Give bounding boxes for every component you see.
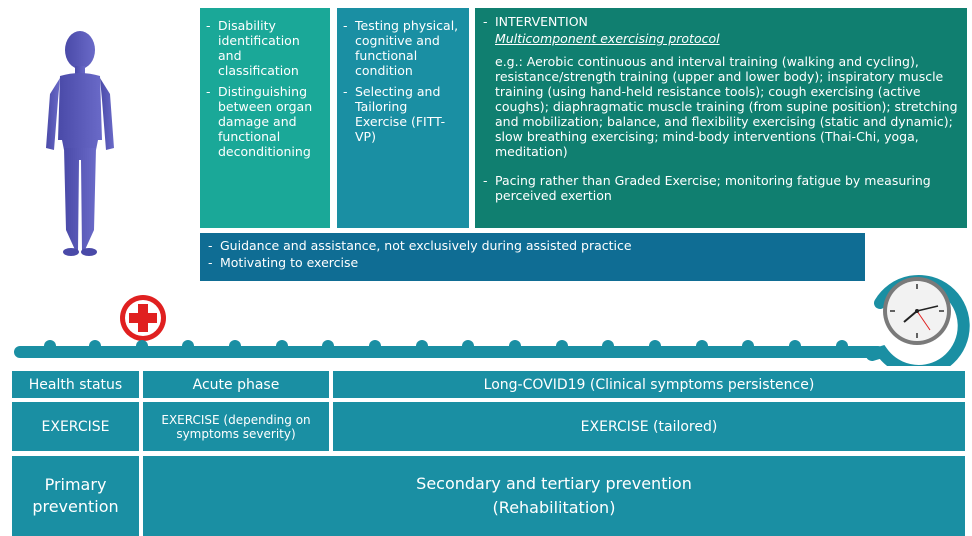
list-item: -Testing physical, cognitive and functio… — [343, 18, 459, 78]
person-figure-icon — [46, 31, 114, 256]
timeline-dot — [602, 340, 614, 352]
assessment-box: -Disability identification and classific… — [200, 8, 330, 228]
exercise-cell: EXERCISE — [12, 402, 139, 451]
testing-box: -Testing physical, cognitive and functio… — [337, 8, 469, 228]
intervention-heading: -INTERVENTION — [483, 14, 588, 29]
list-item: -Selecting and Tailoring Exercise (FITT-… — [343, 84, 446, 144]
timeline-dot — [276, 340, 288, 352]
acute-phase-cell: Acute phase — [143, 371, 329, 398]
timeline-dot — [182, 340, 194, 352]
primary-prevention-cell: Primary prevention — [12, 456, 139, 536]
timeline-dot — [229, 340, 241, 352]
timeline-dot — [556, 340, 568, 352]
timeline-dot — [322, 340, 334, 352]
timeline-dot — [649, 340, 661, 352]
timeline-dot — [369, 340, 381, 352]
intervention-subheading: Multicomponent exercising protocol — [495, 31, 720, 46]
list-item: -Pacing rather than Graded Exercise; mon… — [483, 173, 931, 203]
secondary-prevention-cell: Secondary and tertiary prevention (Rehab… — [143, 456, 965, 536]
timeline-dot — [742, 340, 754, 352]
guidance-box: -Guidance and assistance, not exclusivel… — [200, 233, 865, 281]
exercise-acute-cell: EXERCISE (depending on symptoms severity… — [143, 402, 329, 451]
timeline-dot — [462, 340, 474, 352]
timeline-dot — [89, 340, 101, 352]
exercise-tailored-cell: EXERCISE (tailored) — [333, 402, 965, 451]
intervention-box: -INTERVENTION Multicomponent exercising … — [475, 8, 967, 228]
health-status-cell: Health status — [12, 371, 139, 398]
clock-icon — [866, 275, 970, 366]
list-item: -Guidance and assistance, not exclusivel… — [208, 238, 632, 253]
timeline-dot — [136, 340, 148, 352]
timeline-dot — [44, 340, 56, 352]
secondary-prevention-label: Secondary and tertiary prevention — [416, 474, 692, 493]
list-item: -Disability identification and classific… — [206, 18, 300, 78]
rehabilitation-label: (Rehabilitation) — [492, 498, 616, 517]
timeline-dot — [789, 340, 801, 352]
intervention-examples: e.g.: Aerobic continuous and interval tr… — [495, 54, 958, 159]
timeline-bar — [14, 340, 884, 358]
list-item: -Motivating to exercise — [208, 255, 359, 270]
timeline-dot — [416, 340, 428, 352]
timeline-dot — [509, 340, 521, 352]
timeline-dot — [836, 340, 848, 352]
long-covid-cell: Long-COVID19 (Clinical symptoms persiste… — [333, 371, 965, 398]
red-cross-icon — [120, 295, 166, 341]
list-item: -Distinguishing between organ damage and… — [206, 84, 313, 159]
timeline-dot — [696, 340, 708, 352]
